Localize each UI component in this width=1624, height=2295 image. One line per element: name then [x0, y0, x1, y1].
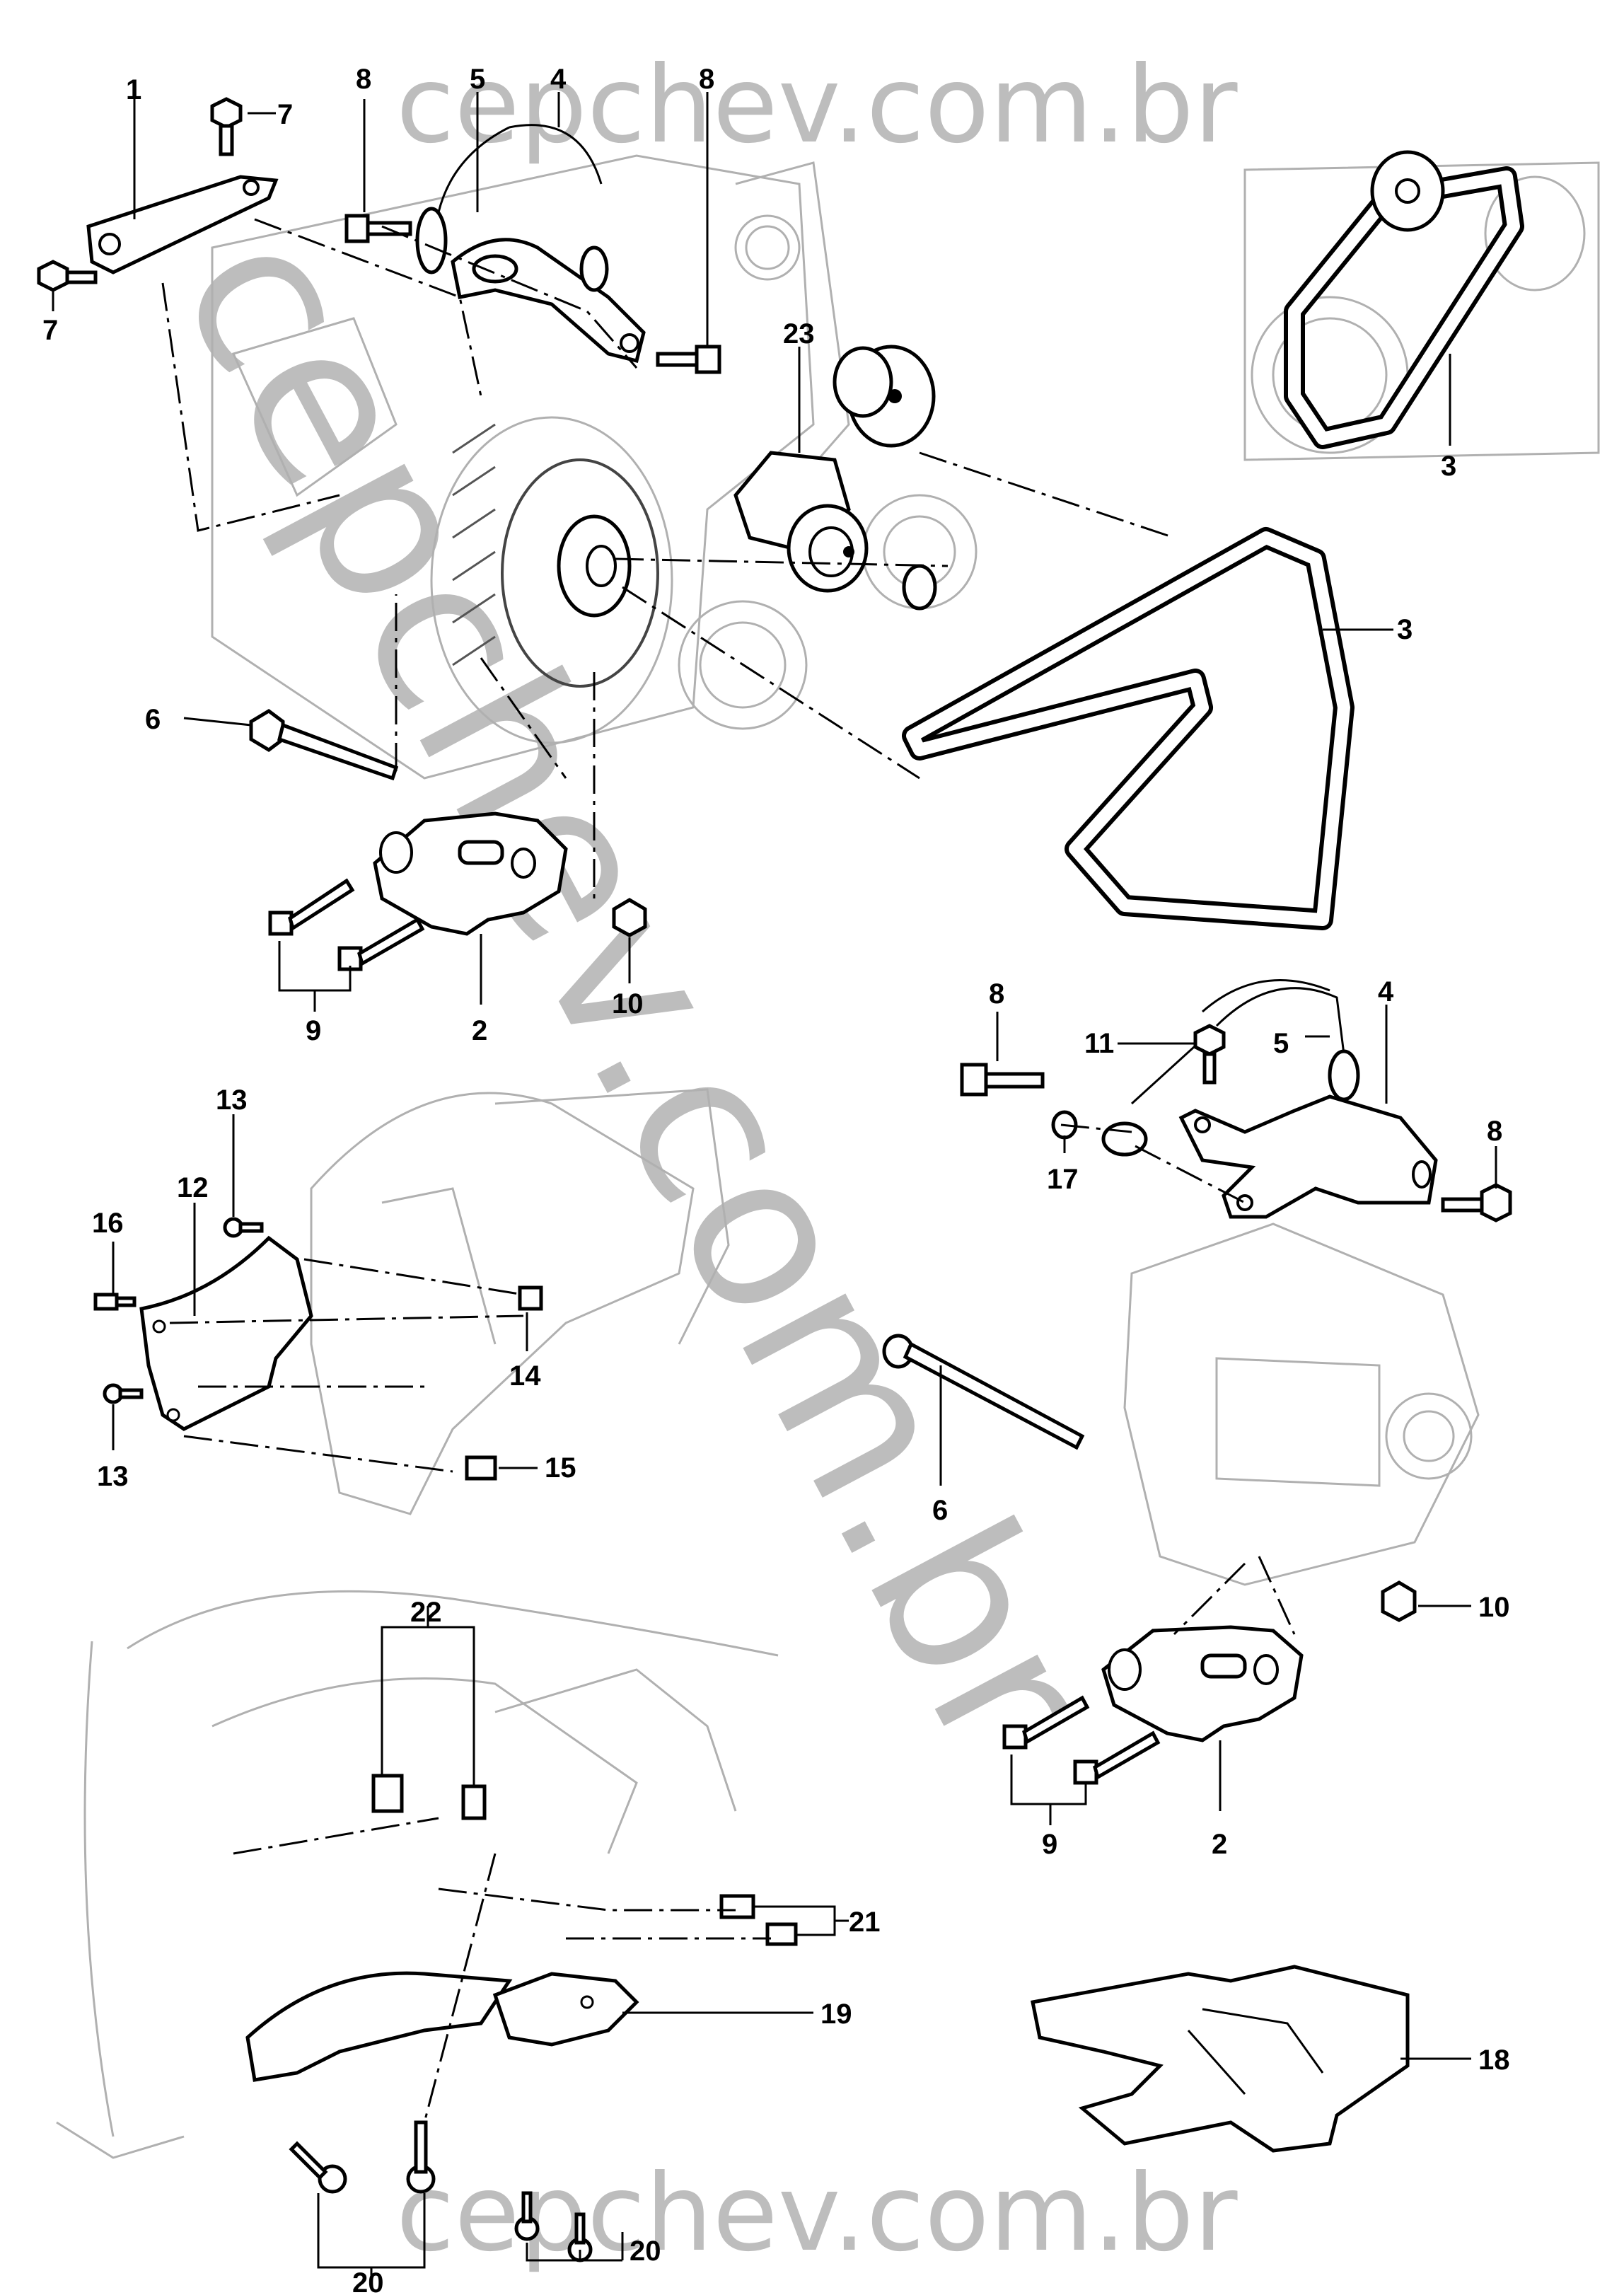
screw-part-16: [93, 1293, 137, 1311]
callout-16: 16: [92, 1208, 124, 1239]
bolt-part-11: [1193, 1024, 1226, 1085]
callout-7: 7: [277, 99, 293, 130]
screw-part-20-mid: [406, 2120, 436, 2194]
callout-11: 11: [1084, 1028, 1114, 1059]
callout-17: 17: [1047, 1164, 1079, 1195]
shield-part-19-left: [245, 1971, 513, 2082]
callout-1: 1: [126, 74, 141, 105]
mount-part-2-top: [373, 811, 568, 936]
callout-4: 4: [1378, 976, 1394, 1007]
watermark-top: cepchev.com.br: [396, 44, 1238, 167]
bracket-part-4-detail: [1178, 1094, 1438, 1219]
callout-3: 3: [1397, 614, 1413, 645]
callout-19: 19: [820, 1999, 852, 2030]
nut-part-10-top: [612, 898, 647, 937]
callout-2: 2: [1212, 1829, 1227, 1860]
callout-12: 12: [177, 1172, 209, 1203]
engine-block-outline: [211, 154, 978, 780]
bolt-part-9-top-b: [337, 917, 425, 971]
callout-21: 21: [849, 1907, 881, 1938]
idler-pulley: [833, 345, 936, 448]
clip-part-22-right: [461, 1784, 487, 1820]
bolt-part-6-detail: [882, 1334, 1085, 1450]
callout-5: 5: [470, 64, 485, 95]
callout-6: 6: [932, 1495, 948, 1526]
callout-labels: 1 7 7 8 5 4 8 23 3 3 6 9 2 10 8 11 5 4 8…: [42, 64, 1510, 2295]
callout-14: 14: [509, 1360, 541, 1392]
watermark-bottom: cepchev.com.br: [396, 2152, 1238, 2275]
panel-part-12: [139, 1235, 313, 1431]
callout-8: 8: [356, 64, 371, 95]
screw-part-13-upper: [223, 1217, 264, 1238]
clip-part-14: [518, 1285, 543, 1311]
inset-pulley-view: [1243, 150, 1600, 461]
callout-10: 10: [612, 988, 644, 1019]
callout-10: 10: [1478, 1592, 1510, 1623]
callout-13: 13: [97, 1461, 129, 1492]
alternator-detail: [1123, 1222, 1480, 1586]
callout-9: 9: [1042, 1829, 1057, 1860]
callout-20: 20: [352, 2267, 384, 2295]
mount-part-2-detail: [1101, 1625, 1304, 1742]
screw-part-20-left: [289, 2141, 347, 2194]
nut-part-21-lower: [765, 1922, 798, 1946]
callout-20: 20: [630, 2236, 661, 2267]
cable-part-5-top: [415, 124, 609, 292]
callout-13: 13: [216, 1085, 248, 1116]
bolt-part-7-upper: [210, 97, 243, 156]
bolt-part-6-top: [249, 708, 399, 781]
callout-18: 18: [1478, 2045, 1510, 2076]
tensioner-part-23: [733, 451, 869, 593]
bolt-part-9-top-a: [268, 878, 355, 936]
screw-part-13-lower: [103, 1383, 144, 1404]
leader-lines-mid-right: [996, 1005, 1497, 1204]
callout-7: 7: [42, 315, 58, 346]
bolt-part-8-detail-right: [1441, 1183, 1512, 1222]
callout-23: 23: [783, 318, 815, 349]
callout-15: 15: [545, 1452, 576, 1484]
bolt-part-8-detail-left: [960, 1063, 1045, 1097]
leader-lines-mid-left: [112, 1114, 538, 1473]
leader-lines-bottom-left: [233, 1606, 849, 2289]
belt-part-3-main: [902, 527, 1355, 930]
bolt-part-9-detail-b: [1073, 1730, 1161, 1785]
screw-part-20-right-a: [514, 2191, 540, 2241]
callout-6: 6: [145, 704, 161, 735]
bolt-part-7-lower: [37, 260, 98, 292]
bracket-part-1: [86, 175, 279, 274]
nut-part-21-upper: [719, 1894, 755, 1919]
bolt-part-8-top-left: [344, 214, 412, 243]
bolt-part-9-detail-a: [1002, 1695, 1090, 1750]
callout-5: 5: [1273, 1028, 1289, 1059]
clip-part-22-left: [371, 1774, 404, 1813]
alternator-top: [430, 416, 673, 744]
leader-lines-lower-right: [939, 1365, 1471, 1825]
callout-2: 2: [472, 1015, 487, 1046]
callout-8: 8: [699, 64, 714, 95]
wheel-arch-ghost: [56, 1590, 779, 2159]
callout-9: 9: [306, 1015, 321, 1046]
bracket-part-4-top: [451, 238, 646, 364]
fender-ghost: [310, 1088, 730, 1515]
trim-part-18: [1031, 1965, 1410, 2153]
callout-4: 4: [550, 64, 567, 95]
bolt-part-8-top-right: [656, 345, 721, 374]
shield-part-19-right: [492, 1972, 639, 2047]
callout-8: 8: [989, 978, 1004, 1010]
callout-22: 22: [410, 1597, 442, 1628]
nut-part-10-detail: [1381, 1580, 1417, 1622]
callout-8: 8: [1487, 1116, 1502, 1147]
callout-3: 3: [1441, 451, 1456, 482]
leader-lines-top: [52, 92, 1451, 1012]
clip-part-15: [465, 1455, 497, 1481]
washer: [902, 564, 937, 611]
